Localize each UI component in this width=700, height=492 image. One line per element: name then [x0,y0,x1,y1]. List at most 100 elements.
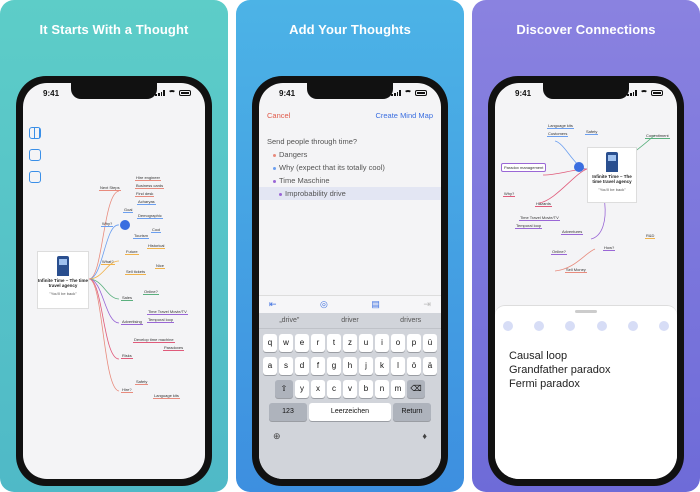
node-risks[interactable]: Risks [121,353,133,359]
node-acharyas[interactable]: Acharyas [137,199,156,205]
key[interactable]: d [295,357,309,375]
key[interactable]: y [295,380,309,398]
node-business-cards[interactable]: Business cards [135,183,165,189]
node-paradox-management[interactable]: Paradox management [501,163,547,172]
pin-icon[interactable] [627,321,638,331]
cancel-button[interactable]: Cancel [267,111,291,120]
link-icon[interactable] [658,321,669,331]
key[interactable]: r [311,334,325,352]
node-develop-time-machine[interactable]: Develop time machine [133,337,175,343]
key[interactable]: b [359,380,373,398]
node-temporal-loop[interactable]: Temporal loop [147,317,175,323]
create-mind-map-button[interactable]: Create Mind Map [375,111,433,120]
key[interactable]: i [375,334,389,352]
node-sell-money[interactable]: Sell Money [565,267,587,273]
key[interactable]: g [327,357,341,375]
outline-editor[interactable]: Send people through time? Dangers Why (e… [259,135,441,200]
return-key[interactable]: Return [393,403,431,421]
node-customers[interactable]: Customers [547,131,569,137]
central-topic-card[interactable]: Infinite Time – The time travel agency "… [37,251,89,309]
outline-row[interactable]: Send people through time? [267,137,358,146]
outdent-icon[interactable]: ⇤ [269,299,277,309]
node-online[interactable]: Online? [143,289,159,295]
share-icon[interactable] [29,149,41,161]
microphone-icon[interactable]: ♦ [422,431,427,441]
node-language-kits[interactable]: Language kits [547,123,574,129]
outline-row[interactable]: Dangers [259,148,441,161]
key[interactable]: p [407,334,421,352]
node-nice[interactable]: Nice [155,263,166,269]
settings-icon[interactable] [503,321,513,331]
key[interactable]: z [343,334,357,352]
sheet-handle[interactable] [575,310,597,313]
key[interactable]: l [391,357,405,375]
key[interactable]: x [311,380,325,398]
key[interactable]: u [359,334,373,352]
node-sell-tickets[interactable]: Sell tickets [125,269,147,275]
suggestion[interactable]: „drive" [279,317,300,324]
node-demographic[interactable]: Demographic [137,213,163,219]
node-time-travel-movie[interactable]: Time Travel Movie/TV [519,215,560,221]
space-key[interactable]: Leerzeichen [309,403,391,421]
node-goal[interactable]: Goal [123,207,134,213]
key[interactable]: k [375,357,389,375]
node-commitment[interactable]: Commitment [645,133,670,139]
backspace-key-icon[interactable]: ⌫ [407,380,425,398]
check-icon[interactable]: ◎ [320,299,328,309]
central-topic-card[interactable]: Infinite Time – The time travel agency "… [587,147,637,203]
notes-icon[interactable] [596,321,607,331]
key[interactable]: q [263,334,277,352]
key[interactable]: ä [423,357,437,375]
node-find-desk[interactable]: Find desk [135,191,155,197]
node-why[interactable]: Why? [101,221,114,227]
node-sales[interactable]: Sales [121,295,134,301]
node-adventures[interactable]: Adventures [561,229,584,235]
key[interactable]: m [391,380,405,398]
notes-icon[interactable]: ▤ [371,299,380,309]
node-cool[interactable]: Cool [151,227,162,233]
node-temporal-loop[interactable]: Temporal loop [515,223,543,229]
node-why[interactable]: Why? [503,191,516,197]
suggestion[interactable]: driver [341,317,359,324]
key[interactable]: v [343,380,357,398]
node-historical[interactable]: Historical [147,243,166,249]
outline-row-selected[interactable]: Improbability drive [259,187,441,200]
key[interactable]: t [327,334,341,352]
node-paradoxes[interactable]: Paradoxes [163,345,185,351]
numbers-key[interactable]: 123 [269,403,307,421]
key[interactable]: j [359,357,373,375]
image-icon[interactable] [565,321,576,331]
node-how[interactable]: How? [603,245,616,251]
key[interactable]: ö [407,357,421,375]
key[interactable]: n [375,380,389,398]
node-time-travel-movie[interactable]: Time Travel Movie/TV [147,309,188,315]
key[interactable]: a [263,357,277,375]
outline-row[interactable]: Why (expect that its totally cool) [259,161,441,174]
key[interactable]: s [279,357,293,375]
node-what[interactable]: What? [101,259,115,265]
node-hire-engineer[interactable]: Hire engineer [135,175,162,181]
key[interactable]: ü [423,334,437,352]
node-hazards[interactable]: Hazards [535,201,552,207]
outline-row[interactable]: Time Maschine [259,174,441,187]
node-future[interactable]: Future [125,249,139,255]
indent-icon[interactable]: ⇥ [423,299,431,309]
node-advertising[interactable]: Advertising [121,319,143,325]
document-icon[interactable] [29,171,41,183]
node-next-steps[interactable]: Next Steps [99,185,121,191]
node-language-kits[interactable]: Language kits [153,393,180,399]
node-safety[interactable]: Safety [135,379,149,385]
key[interactable]: f [311,357,325,375]
node-safety[interactable]: Safety [585,129,599,135]
node-hire[interactable]: Hire? [121,387,133,393]
key[interactable]: c [327,380,341,398]
suggestion[interactable]: drivers [400,317,422,324]
key[interactable]: h [343,357,357,375]
notes-text[interactable]: Causal loop Grandfather paradox Fermi pa… [495,349,677,391]
key[interactable]: w [279,334,293,352]
key[interactable]: o [391,334,405,352]
shift-key-icon[interactable]: ⇧ [275,380,293,398]
key[interactable]: e [295,334,309,352]
node-online[interactable]: Online? [551,249,567,255]
minus-icon[interactable] [534,321,545,331]
